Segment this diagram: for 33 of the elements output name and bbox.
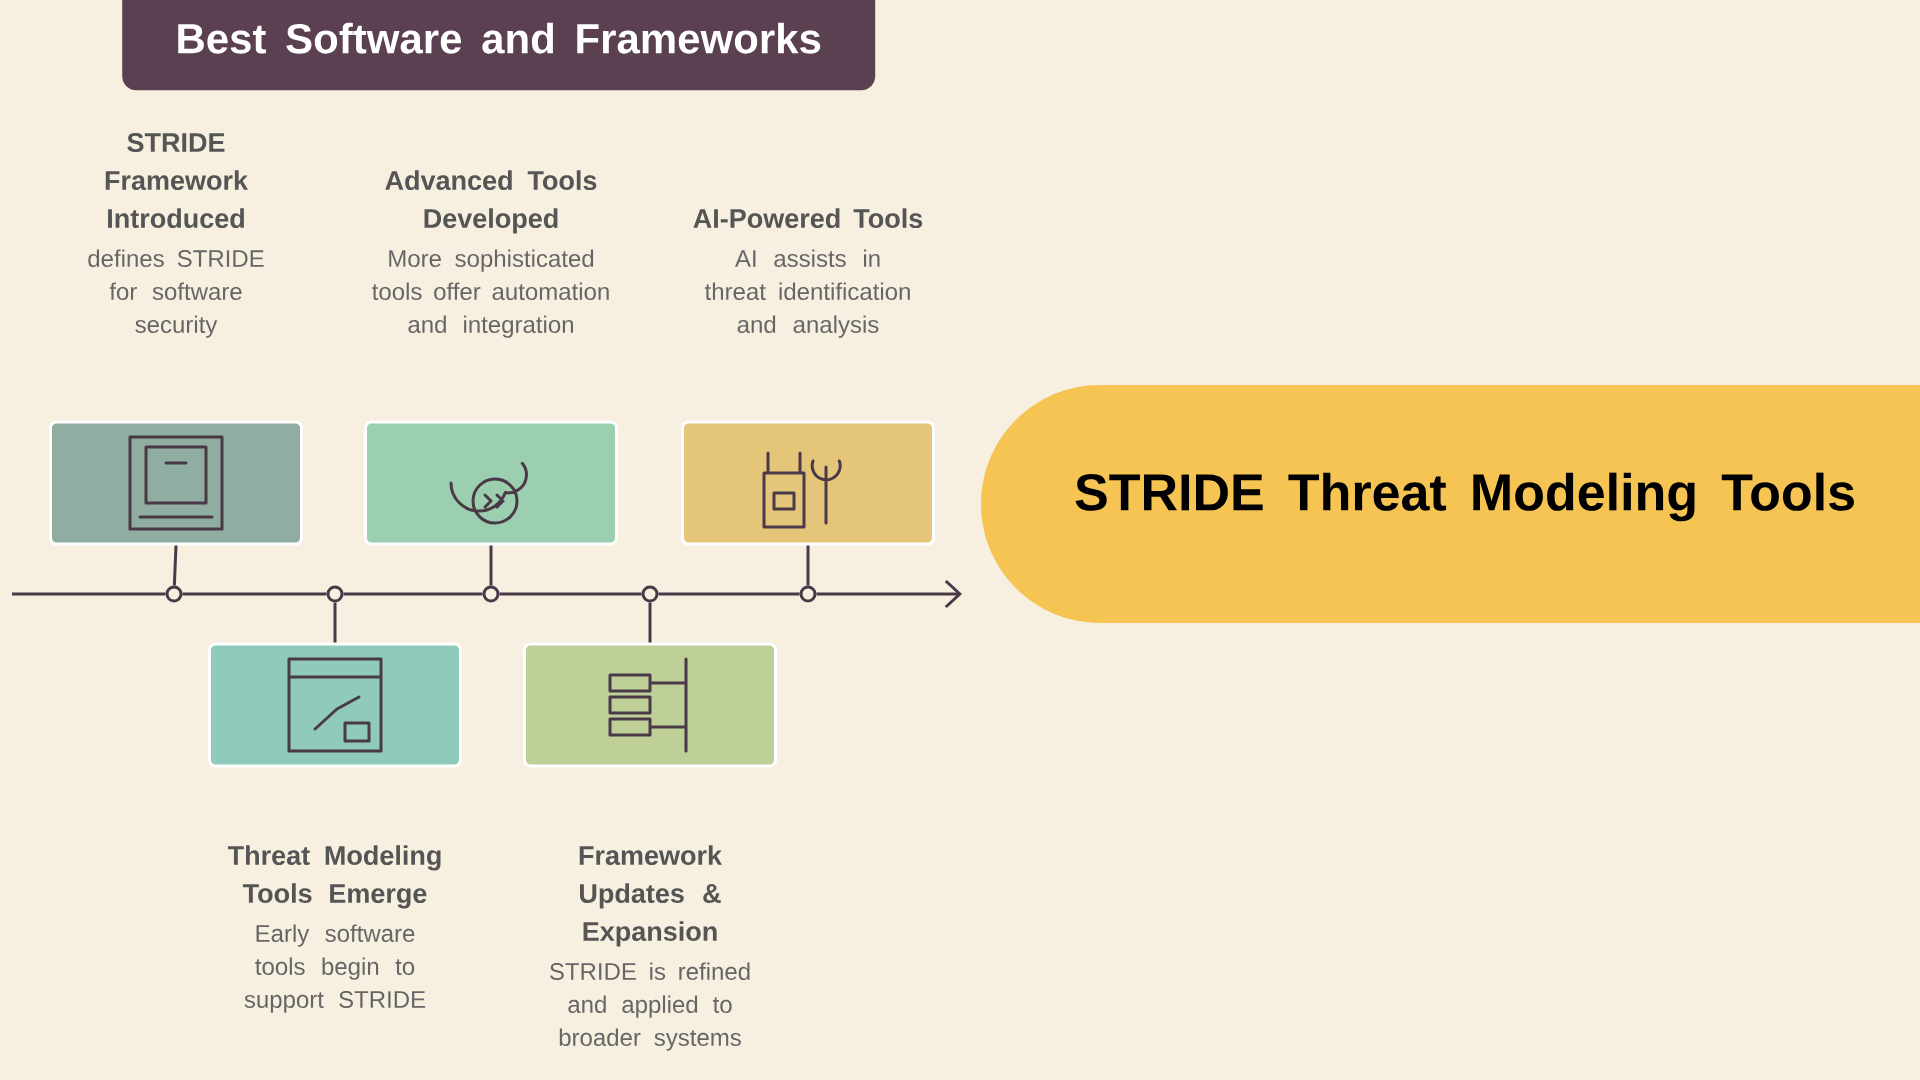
milestone-box: STRIDE Framework Introduced defines STRIDE for software security bbox=[49, 132, 303, 546]
milestone-box: Threat Modeling Tools Emerge Early software tools begin to support STRIDE bbox=[208, 642, 462, 1013]
node-label: Early software tools begin to support STRIDE bbox=[244, 924, 426, 1013]
timeline-line bbox=[658, 592, 800, 596]
node-label: More sophisticated tools offer automation and integration bbox=[372, 249, 609, 338]
node-label: Threat Modeling Tools Emerge bbox=[227, 845, 441, 909]
node-label: AI-Powered Tools bbox=[693, 208, 923, 229]
timeline-line bbox=[12, 592, 166, 596]
milestone-box: Framework Updates & Expansion STRIDE is refined and applied to broader systems bbox=[523, 642, 777, 1051]
timeline-stem bbox=[333, 602, 337, 643]
timeline-line bbox=[499, 592, 642, 596]
timeline-dot bbox=[641, 585, 659, 603]
timeline-line bbox=[182, 592, 327, 596]
timeline-stem bbox=[806, 545, 810, 586]
node-label: AI assists in threat identification and analysis bbox=[704, 249, 910, 338]
timeline-dot bbox=[165, 585, 183, 603]
node-label: STRIDE Framework Introduced bbox=[105, 132, 249, 229]
milestone-box: AI-Powered Tools AI assists in threat identification and analysis bbox=[681, 208, 935, 546]
timeline-dot bbox=[799, 585, 817, 603]
timeline-arrow bbox=[816, 579, 962, 609]
node-label: Advanced Tools Developed bbox=[385, 170, 597, 234]
timeline-dot bbox=[326, 585, 344, 603]
timeline-dot bbox=[482, 585, 500, 603]
milestone-box: Advanced Tools Developed More sophisticated tools offer automation and integration bbox=[364, 170, 618, 546]
timeline-stem bbox=[489, 545, 493, 586]
timeline-line bbox=[343, 592, 483, 596]
timeline-stem bbox=[648, 602, 652, 643]
title-bar: Best Software and Frameworks bbox=[122, 0, 876, 91]
pill-banner: STRIDE Threat Modeling Tools bbox=[981, 385, 1920, 623]
node-label: defines STRIDE for software security bbox=[88, 249, 264, 338]
node-label: Framework Updates & Expansion bbox=[579, 845, 723, 947]
node-label: STRIDE is refined and applied to broader systems bbox=[549, 962, 750, 1051]
timeline-stem bbox=[172, 545, 178, 586]
